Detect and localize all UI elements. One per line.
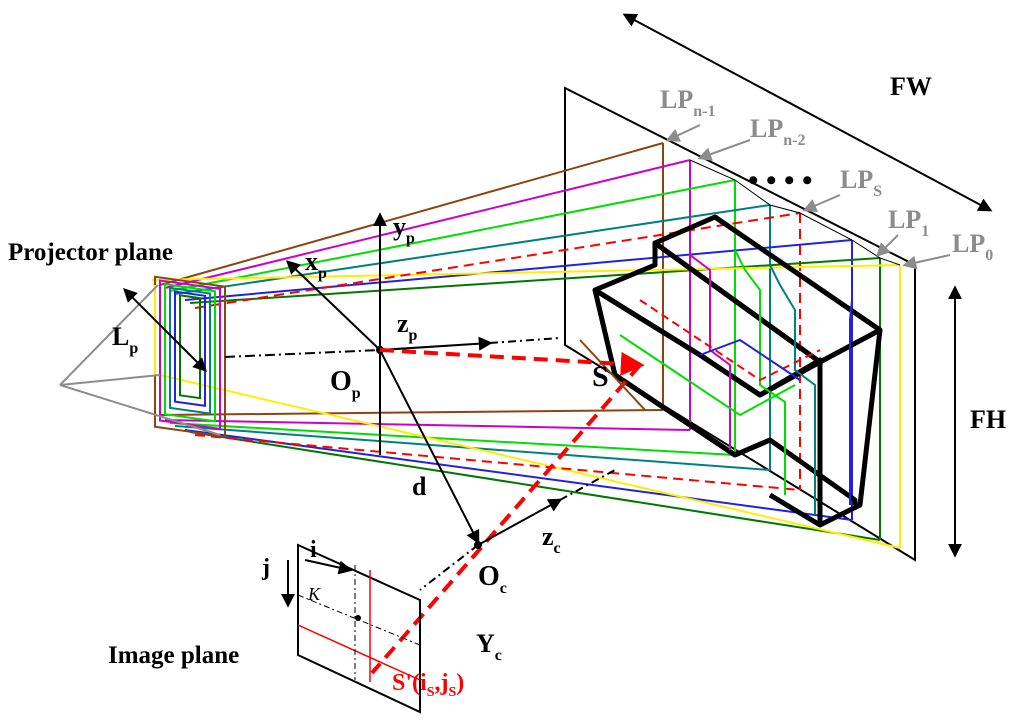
label-d: d — [412, 472, 427, 501]
text-labels: FW FH Projector plane Image plane LPn-1 … — [8, 72, 1006, 700]
oc-point — [474, 541, 482, 549]
label-z-axis: zp — [397, 309, 418, 344]
label-image-plane: Image plane — [108, 642, 239, 669]
ray-to-fh — [579, 339, 646, 411]
label-x-axis: xp — [305, 247, 327, 282]
label-s-prime: S'(iS,jS) — [392, 670, 464, 700]
d-vector — [379, 349, 480, 545]
label-yc: Yc — [476, 629, 502, 664]
z-axis-p — [379, 336, 493, 351]
label-lp-main: Lp — [112, 322, 138, 357]
image-plane — [281, 543, 421, 714]
label-ellipsis: • • • • — [748, 164, 813, 197]
label-lp-1: LP1 — [888, 205, 929, 240]
label-i: i — [310, 537, 317, 563]
label-projector-plane: Projector plane — [8, 239, 173, 266]
label-j: j — [261, 555, 270, 581]
stair-object — [592, 214, 883, 528]
label-y-axis: yp — [393, 212, 415, 247]
lp-leaders — [665, 124, 951, 270]
x-axis-p — [285, 260, 381, 351]
label-k: K — [307, 584, 321, 604]
projection-beams — [151, 142, 901, 549]
label-lp-0: LP0 — [952, 229, 993, 264]
label-s: S — [592, 360, 609, 393]
label-zc: zc — [542, 522, 561, 557]
projector-axes — [224, 212, 561, 545]
label-fw: FW — [890, 72, 932, 101]
camera-axes — [419, 469, 616, 591]
stair-stripes — [619, 235, 853, 515]
label-op: Op — [330, 366, 361, 402]
i-arrow — [304, 559, 353, 575]
fw-arrow — [622, 13, 993, 212]
label-oc: Oc — [478, 561, 507, 597]
label-lp-n2: LPn-2 — [750, 114, 805, 149]
lp-arrow — [123, 288, 207, 372]
label-lp-n1: LPn-1 — [660, 85, 715, 120]
light-planes — [662, 143, 901, 548]
ray-s-to-sprime — [370, 363, 642, 675]
label-fh: FH — [970, 405, 1006, 434]
label-lp-s: LPS — [840, 165, 882, 200]
projector-plane-stack — [154, 275, 226, 438]
